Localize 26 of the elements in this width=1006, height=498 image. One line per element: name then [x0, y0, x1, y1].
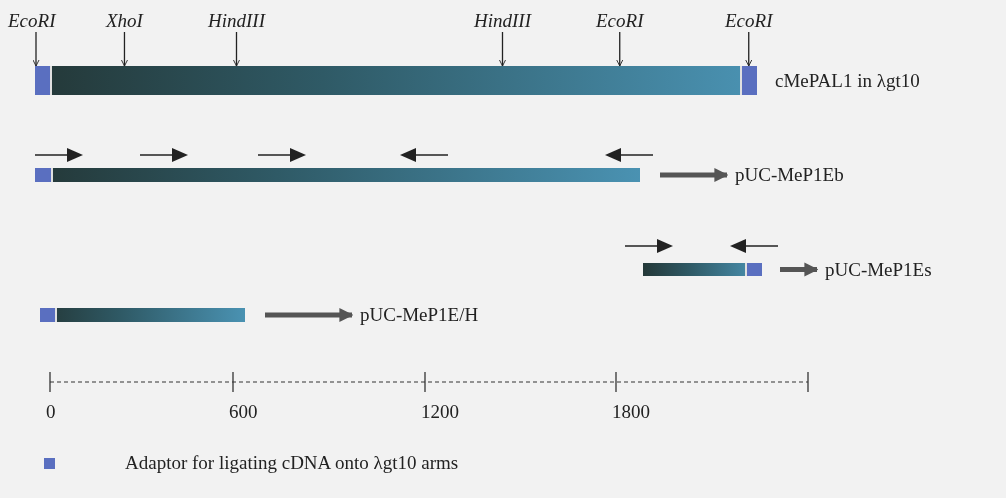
restriction-site-label: XhoI: [106, 10, 143, 32]
leader-arrow: [233, 31, 240, 67]
clone-name: pUC-MeP1Eb: [735, 164, 844, 186]
clone-name: pUC-MeP1Es: [825, 259, 932, 281]
block-arrow: [660, 168, 729, 182]
dna-bar: [35, 66, 755, 95]
dna-bar: [40, 308, 245, 322]
dna-bar: [643, 263, 760, 276]
legend-text: Adaptor for ligating cDNA onto λgt10 arms: [125, 452, 459, 474]
restriction-site-label: EcoRI: [596, 10, 644, 32]
scale-number: 1200: [421, 401, 459, 423]
clone-name: cMePAL1 in λgt10: [775, 69, 920, 92]
leader-arrow: [499, 31, 506, 67]
scale-number: 600: [229, 401, 258, 423]
restriction-site-label: EcoRI: [725, 10, 773, 32]
restriction-site-label: HindIII: [474, 10, 531, 32]
scale-number: 1800: [612, 401, 650, 423]
leader-arrow: [32, 31, 40, 67]
block-arrow: [780, 262, 819, 277]
restriction-site-label: HindIII: [208, 10, 265, 32]
leader-arrow: [121, 31, 128, 67]
scale-number: 0: [46, 401, 56, 423]
dna-bar: [35, 168, 640, 182]
restriction-site-label: EcoRI: [8, 10, 56, 32]
block-arrow: [265, 308, 354, 322]
clone-name: pUC-MeP1E/H: [360, 304, 479, 326]
